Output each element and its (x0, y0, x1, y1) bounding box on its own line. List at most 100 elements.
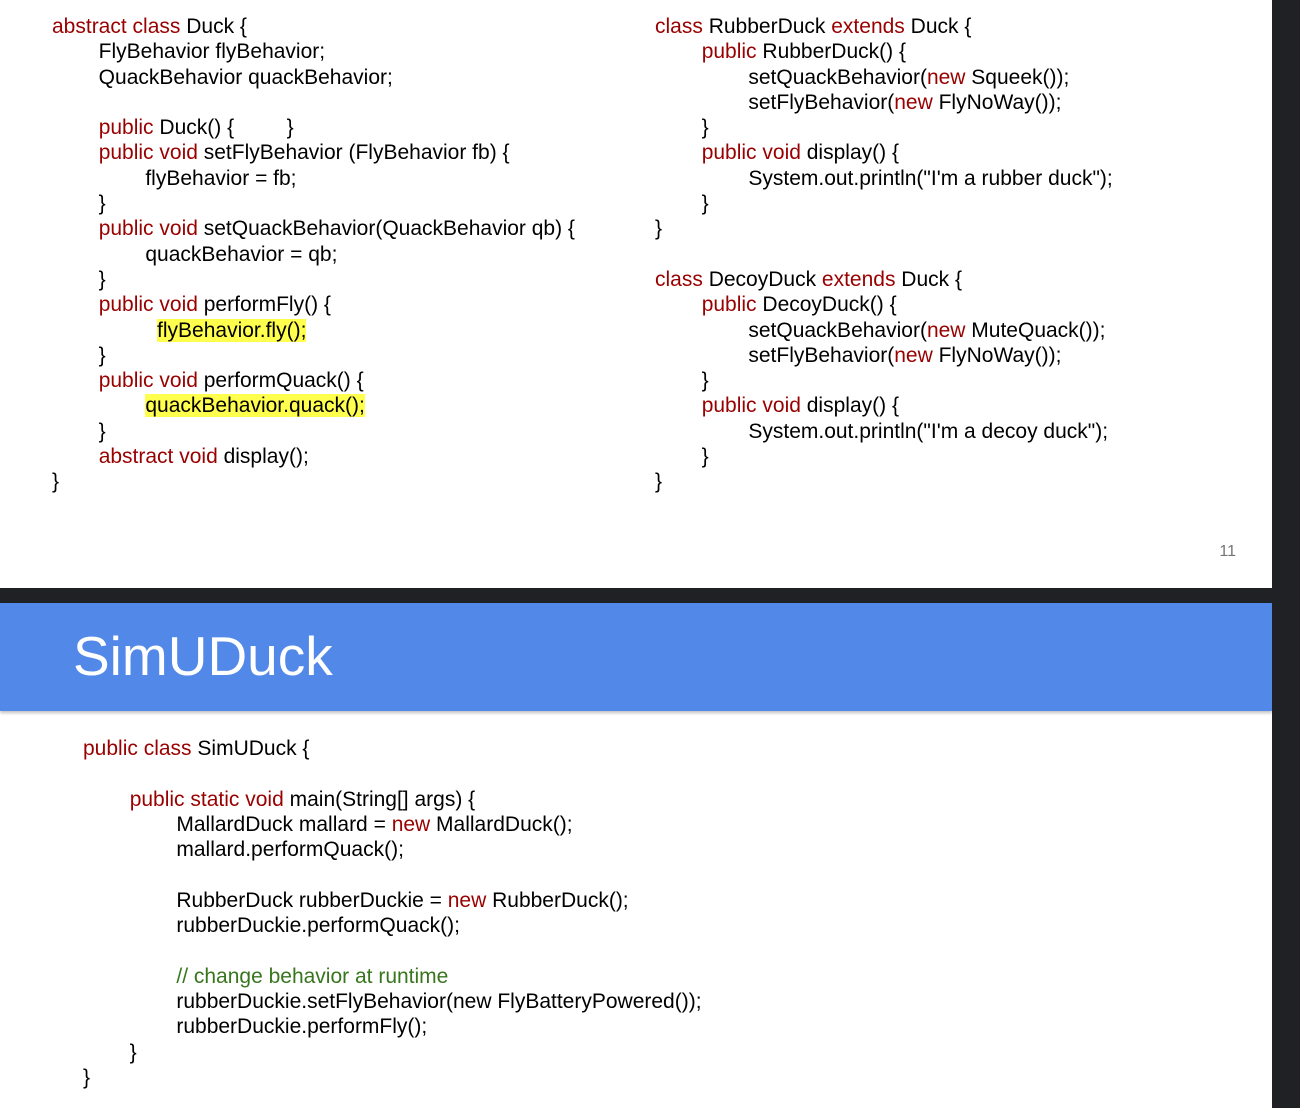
code-line: } (655, 115, 1113, 140)
code-line (83, 761, 702, 786)
code-line: } (655, 191, 1113, 216)
code-text: Squeek()); (965, 65, 1070, 89)
title-bar: SimUDuck (0, 603, 1272, 711)
code-text (83, 965, 176, 988)
code-line: public void setQuackBehavior(QuackBehavi… (52, 216, 575, 241)
code-line: } (52, 343, 575, 368)
code-keyword: public (98, 116, 154, 140)
code-line: } (655, 444, 1113, 469)
code-line: quackBehavior.quack(); (52, 393, 575, 418)
code-text: } (52, 267, 106, 291)
code-keyword: public void (98, 217, 198, 241)
code-keyword: public void (701, 141, 801, 165)
code-line: } (52, 469, 575, 494)
code-text: setQuackBehavior(QuackBehavior qb) { (197, 217, 575, 241)
code-text: } (655, 116, 709, 140)
code-keyword: abstract class (52, 15, 181, 38)
code-text (52, 293, 99, 316)
code-text: RubberDuck(); (486, 888, 629, 912)
code-text: } (83, 1040, 137, 1064)
code-line: abstract void display(); (52, 444, 575, 469)
code-line: setFlyBehavior(new FlyNoWay()); (655, 90, 1113, 115)
code-line: setQuackBehavior(new Squeek()); (655, 65, 1113, 90)
code-text (655, 293, 702, 316)
code-keyword: public void (98, 369, 198, 393)
code-text: RubberDuck rubberDuckie = (83, 888, 448, 912)
code-keyword: public void (98, 293, 198, 317)
code-text: rubberDuckie.performFly(); (83, 1015, 428, 1039)
code-line: // change behavior at runtime (83, 964, 702, 989)
simuduck-main-code: public class SimUDuck { public static vo… (83, 736, 702, 1090)
code-text: } (83, 1065, 91, 1089)
code-text: display(); (217, 445, 309, 469)
code-line: } (655, 469, 1113, 494)
code-line: public DecoyDuck() { (655, 292, 1113, 317)
code-line: mallard.performQuack(); (83, 837, 702, 862)
code-text: mallard.performQuack(); (83, 838, 404, 862)
code-line: flyBehavior = fb; (52, 166, 575, 191)
code-text: MuteQuack()); (965, 318, 1106, 342)
code-text (52, 445, 99, 468)
code-text (655, 394, 702, 417)
code-text: SimUDuck { (191, 737, 310, 760)
code-text: setFlyBehavior( (655, 343, 895, 367)
code-line: public void performFly() { (52, 292, 575, 317)
code-line: } (52, 419, 575, 444)
code-text: setQuackBehavior( (655, 318, 927, 342)
code-text (655, 40, 702, 63)
code-comment: // change behavior at runtime (176, 964, 449, 988)
code-line: rubberDuckie.performQuack(); (83, 913, 702, 938)
code-text: } (52, 419, 106, 443)
code-line: System.out.println("I'm a decoy duck"); (655, 419, 1113, 444)
code-line: public void display() { (655, 393, 1113, 418)
code-line: } (655, 368, 1113, 393)
code-keyword: public class (83, 737, 192, 760)
code-keyword: new (926, 318, 966, 342)
code-text: flyBehavior = fb; (52, 166, 297, 190)
code-text: MallardDuck mallard = (83, 812, 392, 836)
code-text: } (52, 343, 106, 367)
code-text: System.out.println("I'm a decoy duck"); (655, 419, 1109, 443)
code-text (52, 141, 99, 164)
code-text: rubberDuckie.setFlyBehavior(new FlyBatte… (83, 989, 702, 1013)
highlighted-code: quackBehavior.quack(); (145, 394, 365, 418)
code-text: } (655, 192, 709, 216)
code-text: FlyNoWay()); (932, 343, 1062, 367)
code-keyword: new (894, 90, 933, 114)
code-line: } (52, 191, 575, 216)
code-text (52, 394, 145, 417)
code-text (655, 141, 702, 164)
code-keyword: class (655, 267, 703, 291)
code-text: DecoyDuck (702, 267, 822, 291)
code-text: } (655, 470, 663, 494)
code-line: rubberDuckie.performFly(); (83, 1014, 702, 1039)
code-keyword: public (701, 40, 757, 64)
code-keyword: extends (821, 267, 896, 291)
code-keyword: abstract void (98, 445, 218, 469)
code-text: RubberDuck (702, 15, 832, 38)
code-line: } (655, 216, 1113, 241)
code-line: public class SimUDuck { (83, 736, 702, 761)
code-keyword: public void (98, 141, 198, 165)
code-text: setFlyBehavior (FlyBehavior fb) { (197, 141, 510, 165)
code-line: rubberDuckie.setFlyBehavior(new FlyBatte… (83, 989, 702, 1014)
code-keyword: new (391, 812, 431, 836)
code-line: public static void main(String[] args) { (83, 787, 702, 812)
code-keyword: class (655, 15, 703, 38)
code-text: performFly() { (197, 293, 331, 317)
code-text: Duck() { } (153, 116, 294, 140)
code-line: } (83, 1040, 702, 1065)
code-line (655, 242, 1113, 267)
code-keyword: public static void (129, 787, 284, 811)
code-line: quackBehavior = qb; (52, 242, 575, 267)
code-keyword: new (926, 65, 966, 89)
page-number: 11 (1219, 543, 1236, 560)
code-text: } (655, 369, 709, 393)
code-keyword: public void (701, 394, 801, 418)
code-text: } (52, 470, 60, 494)
code-keyword: new (447, 888, 487, 912)
slide-12[interactable]: SimUDuck public class SimUDuck { public … (0, 603, 1272, 1108)
code-text: quackBehavior = qb; (52, 242, 338, 266)
slide-11[interactable]: abstract class Duck { FlyBehavior flyBeh… (0, 0, 1272, 588)
